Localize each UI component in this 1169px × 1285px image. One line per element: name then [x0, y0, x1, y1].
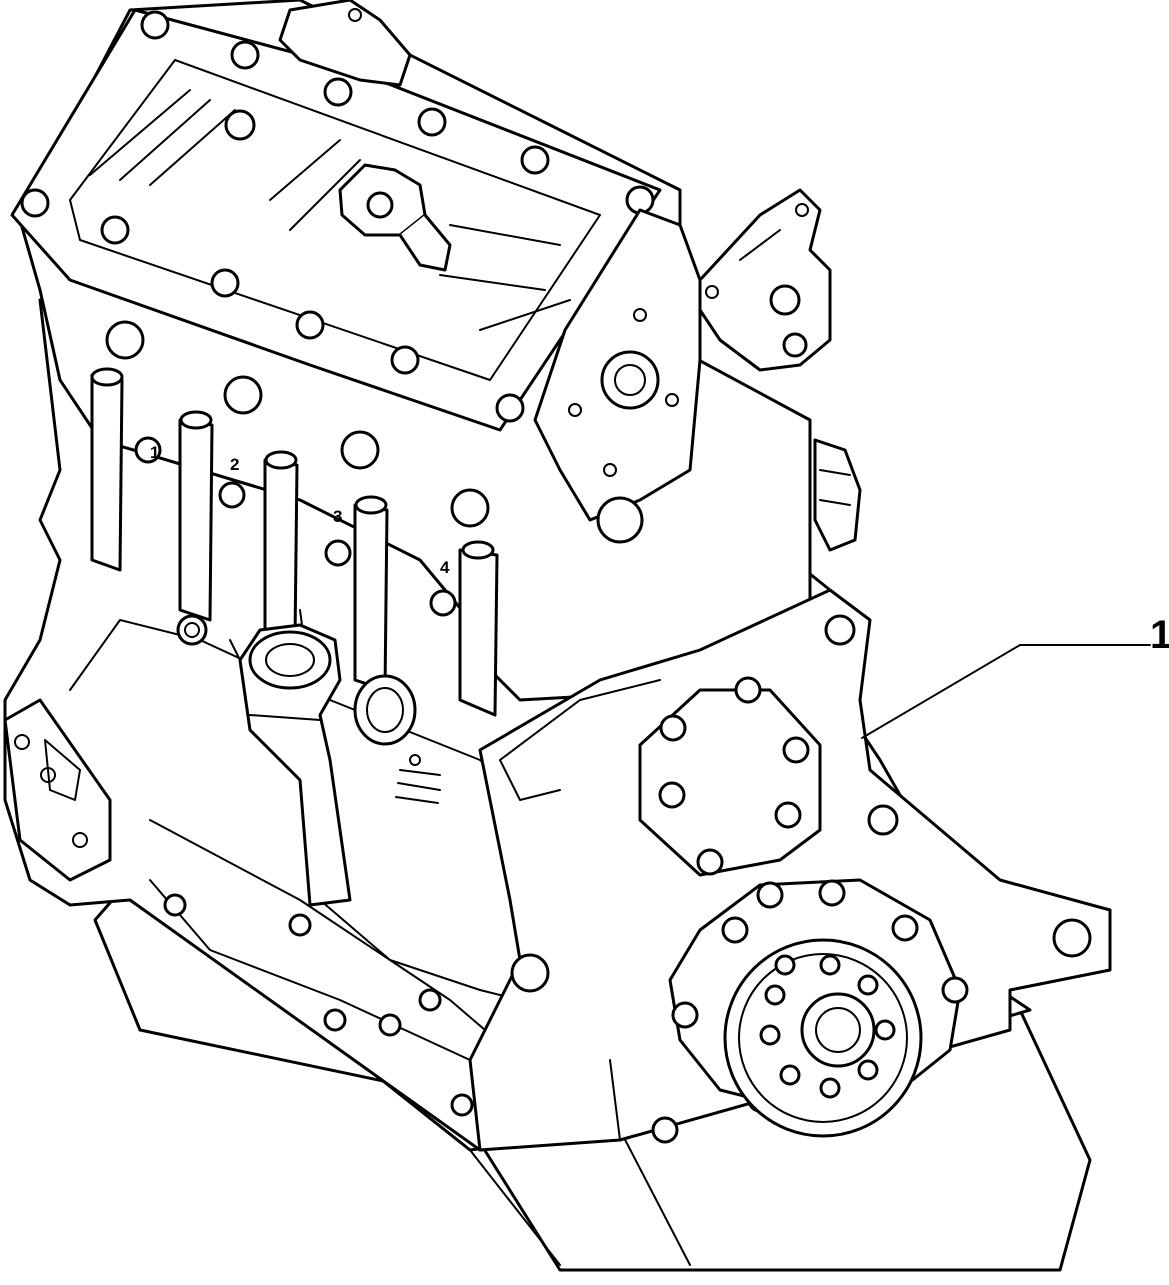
left-mount-flange: [3, 698, 112, 882]
block-port: [176, 614, 208, 646]
spark-plug-tubes: [90, 367, 499, 717]
cylinder-numbers: 1 2 3 4: [150, 443, 450, 577]
cylinder-number-4: 4: [440, 558, 450, 577]
block-markings: [395, 754, 441, 804]
timing-side-plate: [533, 208, 702, 544]
callout-label-1: 1: [1150, 613, 1169, 657]
water-outlet: [238, 623, 352, 907]
right-housing: [813, 438, 862, 552]
cylinder-number-3: 3: [333, 507, 342, 526]
pump-bolts: [651, 879, 969, 1144]
sump-bolts: [163, 893, 474, 1117]
spark-plug-holes: [105, 320, 490, 528]
oil-filler-cap: [338, 163, 452, 272]
engine-mount-bracket: [698, 188, 832, 372]
intake-ports: [134, 436, 457, 617]
valve-cover: [10, 8, 662, 432]
cylinder-number-2: 2: [230, 455, 239, 474]
front-bosses: [499, 614, 1092, 1113]
callout-leader-line: [861, 644, 1151, 739]
seal-ring: [353, 674, 417, 746]
cylinder-number-1: 1: [150, 443, 159, 462]
callout-1: 1: [861, 613, 1169, 739]
water-pump: [668, 878, 962, 1138]
valve-cover-bolts: [20, 10, 655, 423]
rear-bracket: [278, 0, 412, 87]
hex-cover-plate: [638, 676, 822, 877]
